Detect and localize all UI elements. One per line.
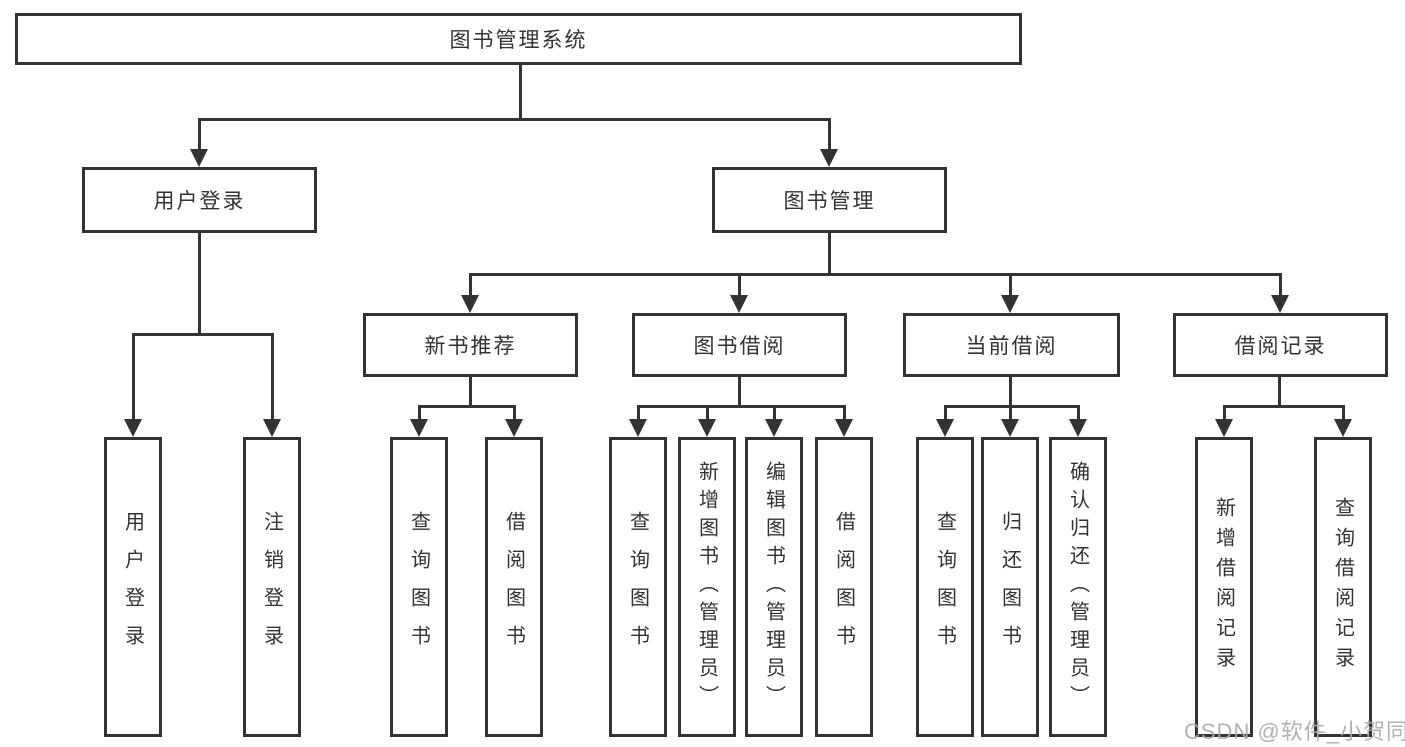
leaf-recommend-query-books: 查询图书 [390, 437, 448, 737]
leaf-label: 借阅图书 [502, 511, 525, 663]
connector-line [1279, 273, 1282, 297]
node-new-book-recommend: 新书推荐 [363, 313, 578, 377]
csdn-watermark: CSDN @软件_小贺同学 [1184, 719, 1405, 744]
leaf-logout-login: 注销登录 [243, 437, 301, 737]
arrow-down-icon [1271, 295, 1289, 313]
arrow-down-icon [1215, 419, 1233, 437]
leaf-current-confirm-return-admin: 确认归还（管理员） [1049, 437, 1107, 737]
connector-line [828, 118, 831, 151]
leaf-label: 确认归还（管理员） [1066, 461, 1089, 713]
connector-line [198, 231, 201, 336]
arrow-down-icon [190, 149, 208, 167]
connector-line [828, 231, 831, 276]
connector-line [706, 405, 709, 421]
connector-line [469, 273, 1281, 276]
connector-line [944, 405, 947, 421]
arrow-down-icon [820, 149, 838, 167]
leaf-label: 查询借阅记录 [1331, 497, 1354, 677]
connector-line [1009, 405, 1012, 421]
connector-line [271, 333, 274, 421]
connector-line [198, 118, 831, 121]
connector-line [418, 405, 421, 421]
leaf-label: 借阅图书 [832, 511, 855, 663]
leaf-label: 查询图书 [626, 511, 649, 663]
leaf-label: 新增借阅记录 [1212, 497, 1235, 677]
leaf-records-query-record: 查询借阅记录 [1314, 437, 1372, 737]
arrow-down-icon [1334, 419, 1352, 437]
leaf-label: 归还图书 [998, 511, 1021, 663]
arrow-down-icon [730, 295, 748, 313]
arrow-down-icon [629, 419, 647, 437]
connector-line [519, 63, 522, 120]
connector-line [843, 405, 846, 421]
arrow-down-icon [765, 419, 783, 437]
arrow-down-icon [1069, 419, 1087, 437]
leaf-label: 查询图书 [933, 511, 956, 663]
connector-line [1223, 405, 1345, 408]
arrow-down-icon [505, 419, 523, 437]
node-library-management-system: 图书管理系统 [15, 13, 1022, 65]
connector-line [637, 405, 846, 408]
leaf-current-return-books: 归还图书 [981, 437, 1039, 737]
leaf-borrow-borrow-books: 借阅图书 [815, 437, 873, 737]
connector-line [469, 375, 472, 408]
connector-line [1009, 273, 1012, 297]
leaf-label: 用户登录 [121, 511, 144, 663]
arrow-down-icon [461, 295, 479, 313]
node-current-borrow: 当前借阅 [903, 313, 1120, 377]
arrow-down-icon [835, 419, 853, 437]
arrow-down-icon [263, 419, 281, 437]
leaf-recommend-borrow-books: 借阅图书 [485, 437, 543, 737]
leaf-label: 编辑图书（管理员） [762, 461, 785, 713]
leaf-label: 新增图书（管理员） [695, 461, 718, 713]
connector-line [132, 333, 135, 421]
node-user-login: 用户登录 [82, 167, 317, 233]
leaf-borrow-add-books-admin: 新增图书（管理员） [678, 437, 736, 737]
leaf-borrow-query-books: 查询图书 [609, 437, 667, 737]
connector-line [1223, 405, 1226, 421]
connector-line [1077, 405, 1080, 421]
connector-line [513, 405, 516, 421]
connector-line [944, 405, 1080, 408]
connector-line [738, 375, 741, 408]
leaf-borrow-edit-books-admin: 编辑图书（管理员） [745, 437, 803, 737]
connector-line [198, 118, 201, 151]
arrow-down-icon [1001, 295, 1019, 313]
connector-line [1342, 405, 1345, 421]
connector-line [132, 333, 274, 336]
connector-line [418, 405, 516, 408]
arrow-down-icon [124, 419, 142, 437]
node-borrow-records: 借阅记录 [1173, 313, 1388, 377]
connector-line [773, 405, 776, 421]
connector-line [469, 273, 472, 297]
node-book-management: 图书管理 [712, 167, 947, 233]
node-book-borrow: 图书借阅 [632, 313, 847, 377]
leaf-records-add-record: 新增借阅记录 [1195, 437, 1253, 737]
leaf-user-login: 用户登录 [104, 437, 162, 737]
connector-line [637, 405, 640, 421]
leaf-label: 查询图书 [407, 511, 430, 663]
connector-line [1278, 375, 1281, 408]
leaf-current-query-books: 查询图书 [916, 437, 974, 737]
arrow-down-icon [698, 419, 716, 437]
arrow-down-icon [410, 419, 428, 437]
leaf-label: 注销登录 [260, 511, 283, 663]
arrow-down-icon [936, 419, 954, 437]
arrow-down-icon [1001, 419, 1019, 437]
connector-line [738, 273, 741, 297]
connector-line [1009, 375, 1012, 408]
